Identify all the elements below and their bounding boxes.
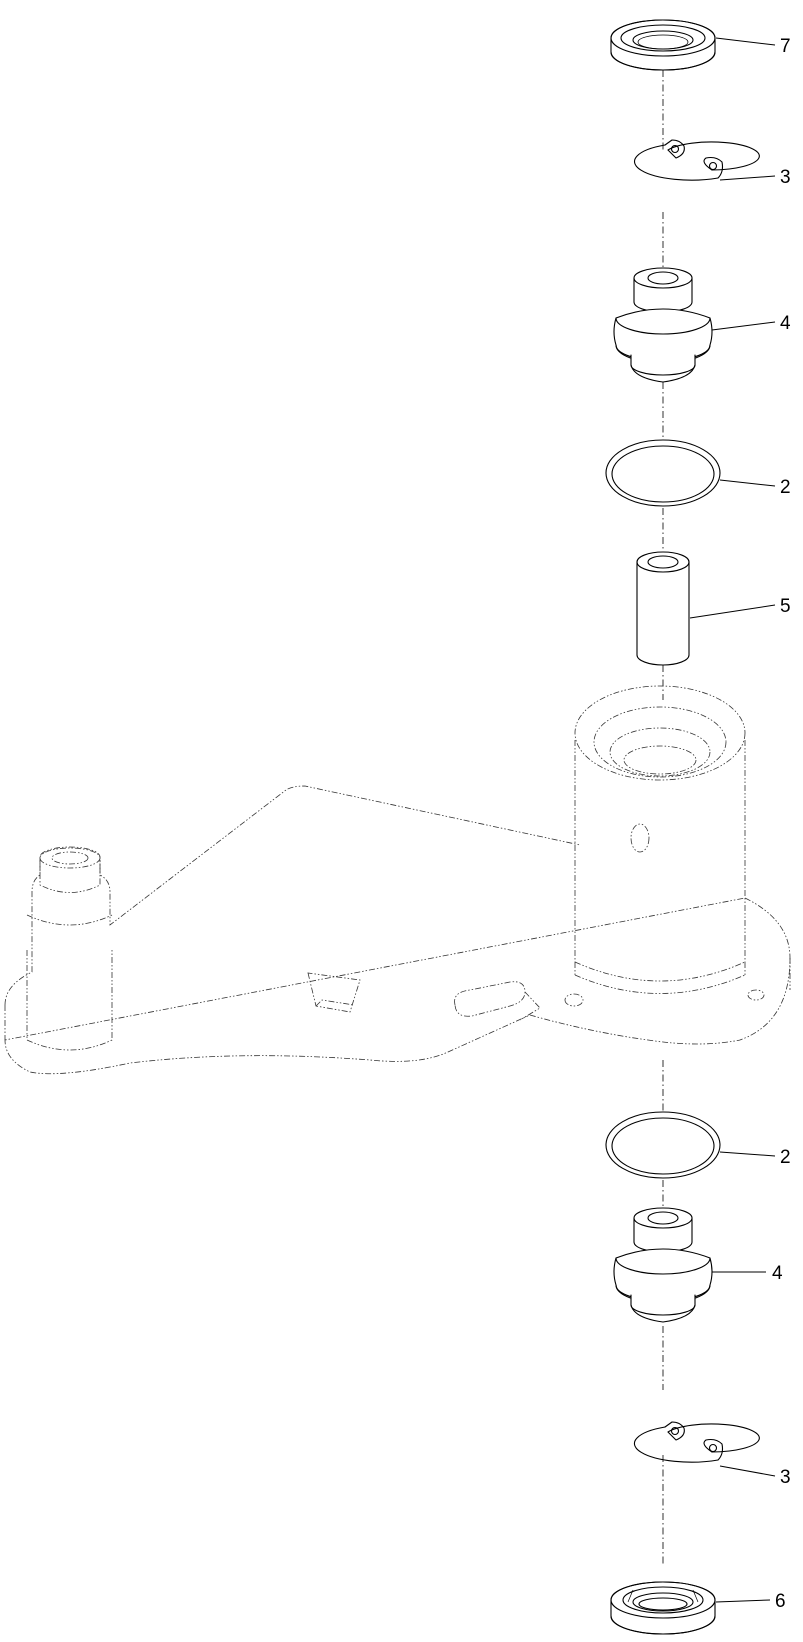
callout-4: 4 — [772, 1263, 783, 1284]
retaining-ring-part-3-lower — [633, 1421, 760, 1463]
bushing-part-4-lower — [613, 1207, 713, 1323]
callout-3: 3 — [780, 167, 791, 188]
callout-2: 2 — [780, 477, 791, 498]
seal-part-6 — [610, 1581, 716, 1635]
callout-7: 7 — [780, 36, 791, 57]
sleeve-part-5 — [636, 551, 690, 666]
callout-6: 6 — [775, 1591, 786, 1612]
bushing-part-4-upper — [613, 267, 713, 383]
leader-lines — [689, 37, 776, 1603]
callout-4: 4 — [780, 313, 791, 334]
callout-2: 2 — [780, 1147, 791, 1168]
seal-part-7 — [610, 19, 716, 71]
base-arm-assembly — [4, 685, 791, 1075]
callout-3: 3 — [780, 1467, 791, 1488]
callout-labels: 7 3 4 2 5 2 4 3 6 — [772, 36, 791, 1612]
o-ring-part-2-upper — [605, 439, 721, 507]
o-ring-part-2-lower — [605, 1111, 721, 1179]
callout-5: 5 — [780, 596, 791, 617]
retaining-ring-part-3-upper — [633, 139, 760, 181]
